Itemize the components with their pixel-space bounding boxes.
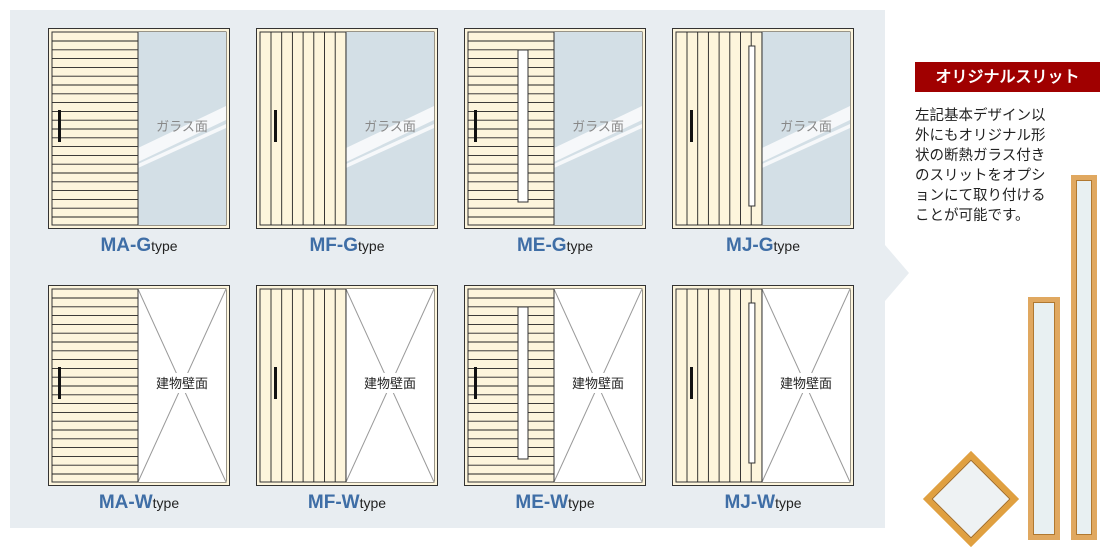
type-label: MA-Wtype	[98, 492, 180, 513]
wall-label: 建物壁面	[572, 377, 624, 392]
glass-label: ガラス面	[780, 120, 832, 135]
short-slit-image	[1028, 297, 1060, 540]
type-label: MJ-Wtype	[724, 492, 802, 513]
type-label: MA-Gtype	[100, 235, 178, 256]
wall-label: 建物壁面	[156, 377, 208, 392]
door-type-me-g: ガラス面 ME-Gtype	[464, 28, 646, 257]
door-type-mj-w: 建物壁面 MJ-Wtype	[672, 285, 854, 514]
door-type-ma-g: ガラス面 MA-Gtype	[48, 28, 230, 257]
door-type-ma-w: 建物壁面 MA-Wtype	[48, 285, 230, 514]
door-type-mf-w: 建物壁面 MF-Wtype	[256, 285, 438, 514]
pointer-arrow	[885, 245, 909, 301]
door-type-me-w: 建物壁面 ME-Wtype	[464, 285, 646, 514]
glass-label: ガラス面	[364, 120, 416, 135]
door-type-mj-g: ガラス面 MJ-Gtype	[672, 28, 854, 257]
door-handle	[690, 110, 693, 142]
type-label: ME-Wtype	[515, 492, 595, 513]
glass-label: ガラス面	[156, 120, 208, 135]
door-handle	[474, 367, 477, 399]
diamond-slit-image	[922, 450, 1020, 548]
tall-slit-image	[1071, 175, 1097, 540]
wall-label: 建物壁面	[780, 377, 832, 392]
door-handle	[274, 367, 277, 399]
door-handle	[58, 110, 61, 142]
original-slit-description: 左記基本デザイン以外にもオリジナル形状の断熱ガラス付きのスリットをオプションにて…	[915, 108, 1046, 224]
glass-label: ガラス面	[572, 120, 624, 135]
type-label: ME-Gtype	[516, 235, 594, 256]
wall-label: 建物壁面	[364, 377, 416, 392]
type-label: MJ-Gtype	[726, 235, 800, 256]
original-slit-title: オリジナルスリット	[915, 62, 1100, 92]
type-label: MF-Wtype	[307, 492, 387, 513]
door-handle	[690, 367, 693, 399]
door-handle	[474, 110, 477, 142]
door-handle	[58, 367, 61, 399]
type-label: MF-Gtype	[309, 235, 385, 256]
door-type-mf-g: ガラス面 MF-Gtype	[256, 28, 438, 257]
door-handle	[274, 110, 277, 142]
